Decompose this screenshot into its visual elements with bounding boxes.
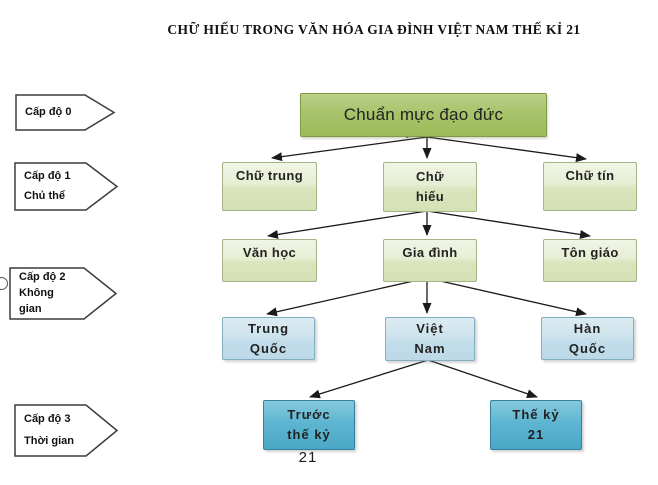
level-label-1-line1: Cấp độ 1	[24, 169, 71, 182]
node-label-line2: Quốc	[249, 340, 288, 356]
node-chuan-muc-dao-duc: Chuẩn mực đạo đức	[300, 93, 547, 137]
diagram-title: CHỮ HIẾU TRONG VĂN HÓA GIA ĐÌNH VIỆT NAM…	[167, 22, 581, 37]
level-label-3-line2: Thời gian	[24, 435, 74, 448]
level-label-2: Cấp độ 2 Không gian	[9, 267, 118, 320]
node-ton-giao: Tôn giáo	[543, 239, 637, 282]
node-van-hoc: Văn học	[222, 239, 317, 282]
node-label-line1: Chữ	[416, 169, 444, 184]
level-label-3: Cấp độ 3 Thời gian	[14, 404, 119, 457]
node-label-line2: thế kỷ	[287, 427, 331, 442]
node-chu-trung: Chữ trung	[222, 162, 317, 211]
node-chu-tin: Chữ tín	[543, 162, 637, 211]
node-gia-dinh: Gia đình	[383, 239, 477, 282]
node-han-quoc: Hàn Quốc	[541, 317, 634, 360]
node-label: Tôn giáo	[561, 245, 619, 260]
node-label-line1: Thế kỷ	[512, 407, 560, 422]
node-label-line2: 21	[527, 427, 545, 442]
node-label-line1: Trước	[287, 407, 331, 422]
node-the-ky-21: Thế kỷ 21	[490, 400, 582, 450]
node-label: Chữ tín	[565, 168, 615, 183]
node-truoc-the-ky-21: Trước thế kỷ	[263, 400, 355, 450]
node-label: Gia đình	[402, 245, 458, 260]
node-label: Chữ trung	[235, 168, 304, 183]
level-label-1: Cấp độ 1 Chủ thể	[14, 162, 119, 211]
level-label-1-line2: Chủ thể	[24, 190, 65, 203]
level-label-0-text: Cấp độ 0	[25, 106, 72, 118]
node-chu-hieu: Chữ hiếu	[383, 162, 477, 212]
node-label: Văn học	[242, 245, 297, 260]
node-label-line2: hiếu	[415, 189, 445, 204]
node-label-line1: Trung	[247, 320, 290, 336]
level-label-3-line1: Cấp độ 3	[24, 412, 71, 425]
level-label-2-line3: gian	[19, 302, 42, 315]
node-label: Chuẩn mực đạo đức	[343, 105, 504, 124]
level-label-2-line1: Cấp độ 2	[19, 271, 66, 284]
node-viet-nam: Việt Nam	[385, 317, 475, 361]
node-trung-quoc: Trung Quốc	[222, 317, 315, 360]
node-label-line1: Hàn	[573, 320, 602, 336]
level-label-2-line2: Không	[19, 286, 54, 299]
node-truoc-the-ky-21-overflow: 21	[298, 449, 318, 466]
node-label-line2: Nam	[414, 341, 446, 356]
node-label-line1: Việt	[416, 321, 444, 336]
level-label-0: Cấp độ 0	[15, 94, 116, 131]
node-label-line2: Quốc	[568, 340, 607, 356]
shape-selection-handle	[0, 277, 8, 290]
